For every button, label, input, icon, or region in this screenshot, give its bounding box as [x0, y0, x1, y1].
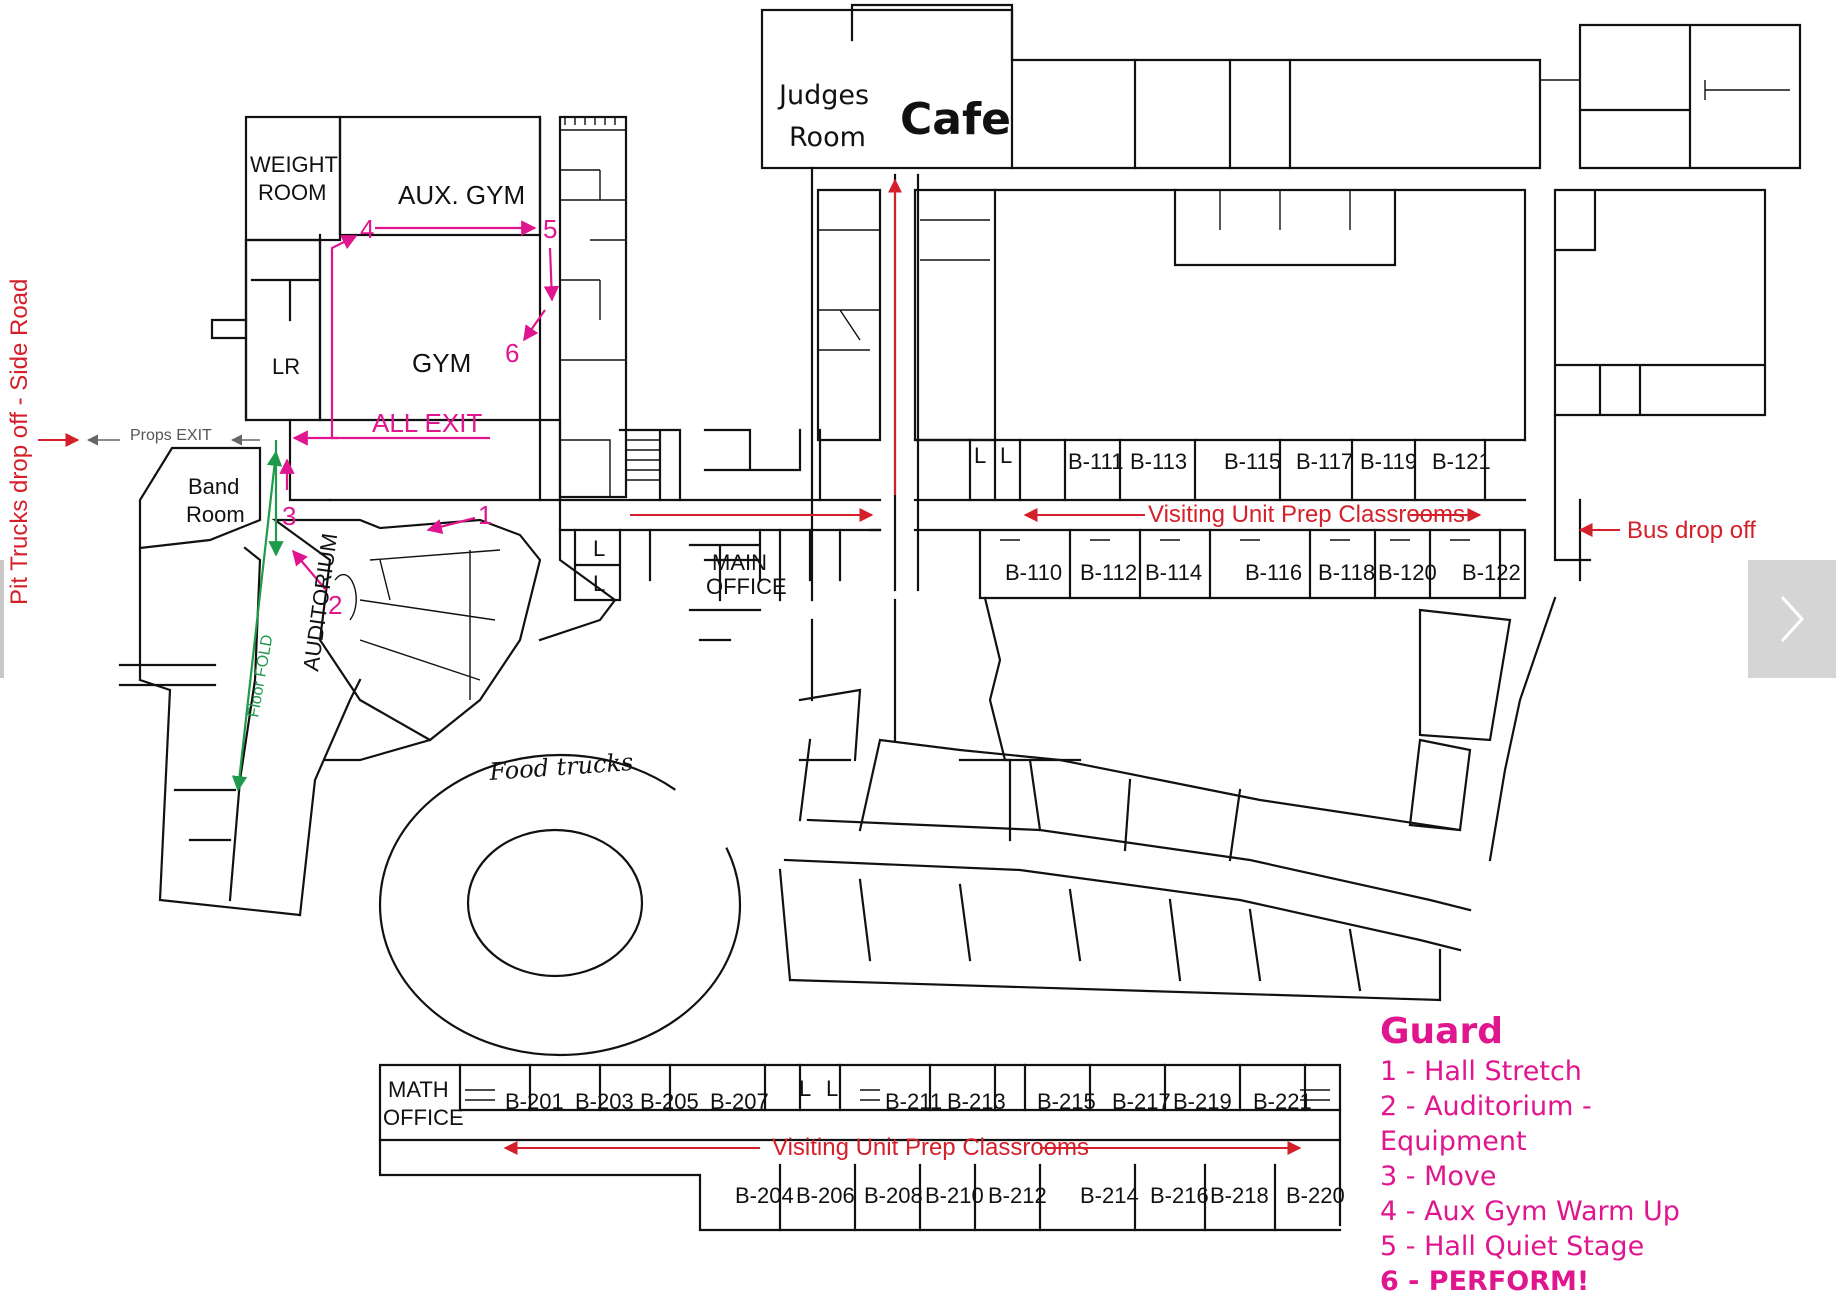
legend-title: Guard [1380, 1011, 1503, 1052]
classroom-label: B-204 [735, 1183, 794, 1208]
classroom-label: B-217 [1112, 1089, 1171, 1114]
legend-item: 6 - PERFORM! [1380, 1266, 1590, 1297]
classroom-label: B-115 [1224, 449, 1281, 474]
classroom-label: B-206 [796, 1183, 855, 1208]
label-judges-room-2: Room [789, 122, 866, 153]
classroom-label: B-119 [1360, 449, 1417, 474]
guard-route [279, 220, 560, 591]
food-truck-loop [378, 753, 742, 1057]
floor-fold-arrow [231, 450, 283, 792]
gym-complex-walls [210, 115, 628, 502]
route-step-4: 4 [360, 214, 374, 244]
label-locker: L [593, 536, 605, 561]
route-step-2: 2 [328, 590, 342, 620]
legend-item: 1 - Hall Stretch [1380, 1056, 1582, 1087]
southeast-wing-walls [778, 596, 1557, 1002]
b200-wing-walls [378, 1063, 1342, 1232]
b200-bottom-row: B-204 B-206 B-208 B-210 B-212 B-214 B-21… [735, 1183, 1345, 1208]
guard-legend: Guard 1 - Hall Stretch 2 - Auditorium - … [1380, 1010, 1740, 1299]
classroom-label: B-208 [864, 1183, 923, 1208]
legend-item: 5 - Hall Quiet Stage [1380, 1231, 1645, 1262]
label-gym: GYM [412, 348, 471, 378]
legend-item: 3 - Move [1380, 1161, 1497, 1192]
label-locker: L [799, 1076, 811, 1101]
classroom-label: B-112 [1080, 560, 1137, 585]
classroom-label: B-116 [1245, 560, 1302, 585]
label-weight-room: WEIGHT [250, 152, 338, 177]
classroom-label: B-219 [1173, 1089, 1232, 1114]
classroom-label: B-210 [925, 1183, 984, 1208]
label-weight-room-2: ROOM [258, 180, 326, 205]
b100-top-row: B-111 B-113 B-115 B-117 B-119 B-121 [1068, 449, 1491, 474]
classroom-label: B-118 [1318, 560, 1375, 585]
route-step-3: 3 [282, 501, 296, 531]
route-step-1: 1 [478, 500, 492, 530]
main-office-walls [558, 428, 882, 642]
chevron-right-icon [1780, 595, 1805, 643]
classroom-label: B-214 [1080, 1183, 1139, 1208]
label-lr: LR [272, 354, 300, 379]
legend-item: 4 - Aux Gym Warm Up [1380, 1196, 1680, 1227]
label-locker: L [974, 443, 986, 468]
classroom-label: B-216 [1150, 1183, 1209, 1208]
food-truck-island [466, 828, 644, 978]
classroom-label: B-122 [1462, 560, 1521, 585]
label-band-room-2: Room [186, 502, 245, 527]
classroom-label: B-113 [1130, 449, 1187, 474]
label-visiting-prep-1: Visiting Unit Prep Classrooms [1148, 501, 1465, 528]
classroom-label: B-218 [1210, 1183, 1269, 1208]
classroom-label: B-205 [640, 1089, 699, 1114]
label-props-exit: Props EXIT [130, 427, 212, 444]
label-main-office-2: OFFICE [706, 574, 787, 599]
label-math-office-2: OFFICE [383, 1105, 464, 1130]
classroom-label: B-212 [988, 1183, 1047, 1208]
legend-item: 2 - Auditorium - Equipment [1380, 1091, 1592, 1157]
classroom-label: B-114 [1145, 560, 1202, 585]
label-food-trucks: Food trucks [487, 748, 634, 786]
classroom-label: B-220 [1286, 1183, 1345, 1208]
classroom-label: B-211 [885, 1089, 942, 1114]
route-step-5: 5 [543, 214, 557, 244]
classroom-label: B-117 [1296, 449, 1353, 474]
north-wing-walls [760, 3, 1802, 742]
label-all-exit: ALL EXIT [372, 408, 482, 438]
classroom-label: B-203 [575, 1089, 634, 1114]
label-bus-drop-off: Bus drop off [1627, 517, 1756, 544]
b200-top-row: B-201 B-203 B-205 B-207 B-211 B-213 B-21… [505, 1089, 1312, 1114]
label-band-room: Band [188, 474, 239, 499]
label-judges-room: Judges [777, 80, 869, 111]
label-aux-gym: AUX. GYM [398, 180, 525, 210]
classroom-label: B-111 [1068, 449, 1123, 474]
previous-slide-tab[interactable] [0, 560, 4, 678]
b100-bottom-row: B-110 B-112 B-114 B-116 B-118 B-120 B-12… [1005, 560, 1521, 585]
next-slide-button[interactable] [1748, 560, 1836, 678]
classroom-label: B-201 [505, 1089, 564, 1114]
classroom-label: B-110 [1005, 560, 1062, 585]
label-math-office: MATH [388, 1077, 449, 1102]
label-pit-trucks: Pit Trucks drop off - Side Road [6, 279, 33, 605]
label-cafe: Cafe [900, 94, 1011, 145]
label-locker: L [593, 571, 605, 596]
classroom-label: B-121 [1432, 449, 1491, 474]
classroom-label: B-120 [1378, 560, 1437, 585]
label-visiting-prep-2: Visiting Unit Prep Classrooms [772, 1134, 1089, 1161]
label-locker: L [826, 1076, 838, 1101]
label-locker: L [1000, 443, 1012, 468]
label-main-office: MAIN [712, 550, 767, 575]
classroom-label: B-215 [1037, 1089, 1096, 1114]
route-step-6: 6 [505, 338, 519, 368]
classroom-label: B-221 [1253, 1089, 1312, 1114]
classroom-label: B-213 [947, 1089, 1006, 1114]
classroom-label: B-207 [710, 1089, 769, 1114]
